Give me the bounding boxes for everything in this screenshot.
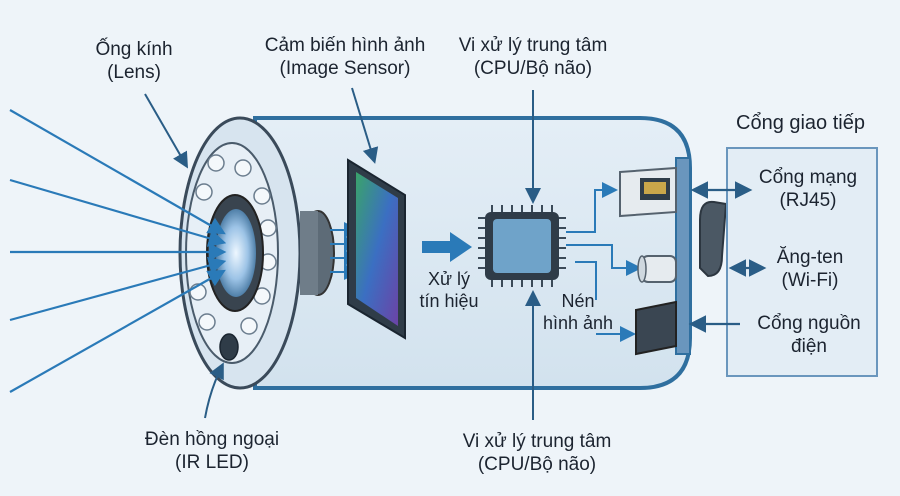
cpu-chip: [478, 205, 566, 287]
image-sensor-label: Cảm biến hình ảnh(Image Sensor): [264, 35, 426, 79]
antenna: [699, 200, 728, 278]
power-port: [635, 300, 677, 356]
antenna-label: Ăng-ten(Wi-Fi): [776, 247, 844, 291]
ir-led: [219, 333, 239, 361]
network-port-label: Cổng mạng(RJ45): [758, 167, 858, 211]
rear-panel: [675, 157, 691, 355]
light-rays: [9, 109, 227, 393]
ir-led-label: Đèn hồng ngoại(IR LED): [144, 429, 280, 473]
leader-lines: [144, 87, 541, 420]
cpu-top-label: Vi xử lý trung tâm(CPU/Bộ não): [458, 35, 608, 79]
lens-label: Ống kính(Lens): [95, 39, 173, 83]
cpu-connections: [566, 182, 642, 342]
interfaces-title: Cổng giao tiếp: [736, 112, 865, 134]
image-sensor: [347, 158, 406, 340]
antenna-connector: [637, 255, 677, 283]
signal-arrow: [422, 232, 472, 262]
rj45-port: [619, 166, 677, 218]
ir-led-ring: [189, 154, 277, 335]
cpu-bottom-label: Vi xử lý trung tâm(CPU/Bộ não): [462, 431, 612, 475]
interface-arrows: [688, 181, 767, 333]
